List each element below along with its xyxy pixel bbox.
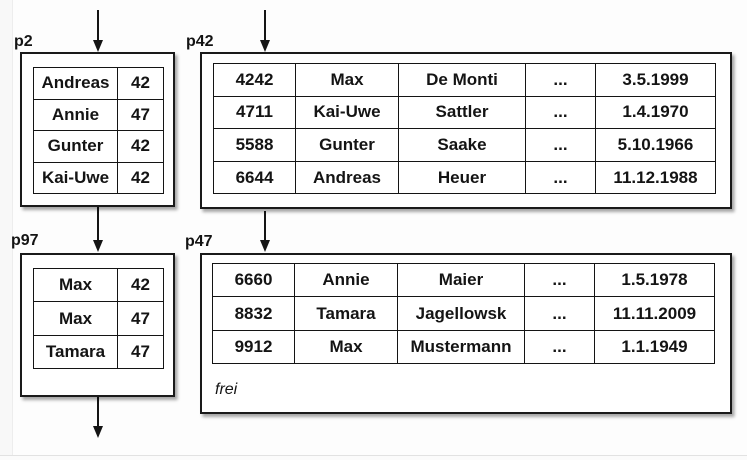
table-row: 4242 Max De Monti ... 3.5.1999 [213, 63, 716, 97]
table-cell: ... [524, 329, 595, 365]
p2-table: Andreas 42 Annie 47 Gunter 42 Kai-Uwe 42 [33, 67, 164, 194]
table-cell: 47 [117, 98, 164, 131]
entry-arrow-into-p42-icon [259, 10, 271, 52]
table-cell: 4711 [213, 95, 296, 130]
table-cell: ... [525, 160, 596, 195]
table-cell: 1.4.1970 [595, 95, 716, 130]
table-cell: Tamara [33, 334, 118, 370]
page-label-p42: p42 [186, 33, 214, 50]
table-cell: 42 [117, 267, 164, 303]
table-cell: Saake [398, 128, 526, 162]
table-cell: 1.1.1949 [594, 329, 715, 365]
page-box-p42: 4242 Max De Monti ... 3.5.1999 4711 Kai-… [200, 52, 732, 209]
page-label-p2: p2 [14, 33, 33, 50]
table-row: Max 42 [33, 267, 164, 303]
p47-table: 6660 Annie Maier ... 1.5.1978 8832 Tamar… [212, 262, 715, 365]
table-cell: Andreas [33, 67, 118, 100]
table-cell: ... [524, 262, 595, 298]
table-cell: Max [33, 267, 118, 303]
table-cell: 5.10.1966 [595, 128, 716, 162]
table-row: Max 47 [33, 301, 164, 336]
table-cell: ... [525, 63, 596, 97]
table-row: 4711 Kai-Uwe Sattler ... 1.4.1970 [213, 95, 716, 130]
table-cell: Annie [33, 98, 118, 131]
page-box-p47: 6660 Annie Maier ... 1.5.1978 8832 Tamar… [200, 253, 732, 414]
slide-left-edge [0, 0, 13, 456]
page-box-p2: Andreas 42 Annie 47 Gunter 42 Kai-Uwe 42 [20, 52, 175, 207]
page-label-p97: p97 [11, 232, 39, 249]
page-label-p47: p47 [185, 233, 213, 250]
table-row: 9912 Max Mustermann ... 1.1.1949 [212, 329, 715, 365]
table-row: 8832 Tamara Jagellowsk ... 11.11.2009 [212, 296, 715, 331]
table-cell: Kai-Uwe [295, 95, 399, 130]
table-cell: 8832 [212, 296, 295, 331]
arrow-p42-to-p47-icon [259, 211, 271, 252]
table-cell: Kai-Uwe [33, 161, 118, 194]
table-cell: ... [525, 128, 596, 162]
table-cell: 47 [117, 334, 164, 370]
table-cell: 6660 [212, 262, 295, 298]
table-cell: 3.5.1999 [595, 63, 716, 97]
exit-arrow-from-p97-icon [92, 397, 104, 438]
table-cell: 1.5.1978 [594, 262, 715, 298]
table-cell: Tamara [294, 296, 398, 331]
table-cell: Andreas [295, 160, 399, 195]
table-cell: Heuer [398, 160, 526, 195]
table-row: Tamara 47 [33, 334, 164, 370]
slide-bottom-edge [0, 455, 747, 460]
table-row: 6660 Annie Maier ... 1.5.1978 [212, 262, 715, 298]
table-cell: Max [33, 301, 118, 336]
table-cell: 6644 [213, 160, 296, 195]
entry-arrow-into-p2-icon [92, 10, 104, 52]
table-cell: 5588 [213, 128, 296, 162]
p97-table: Max 42 Max 47 Tamara 47 [33, 267, 164, 370]
table-cell: 11.11.2009 [594, 296, 715, 331]
table-cell: ... [524, 296, 595, 331]
table-row: 6644 Andreas Heuer ... 11.12.1988 [213, 160, 716, 195]
table-cell: 42 [117, 130, 164, 163]
table-cell: ... [525, 95, 596, 130]
table-cell: 9912 [212, 329, 295, 365]
table-cell: Annie [294, 262, 398, 298]
table-cell: Maier [397, 262, 525, 298]
table-cell: 42 [117, 67, 164, 100]
table-cell: Mustermann [397, 329, 525, 365]
table-row: Andreas 42 [33, 67, 164, 100]
table-cell: Gunter [295, 128, 399, 162]
table-cell: 42 [117, 161, 164, 194]
table-row: 5588 Gunter Saake ... 5.10.1966 [213, 128, 716, 162]
page-box-p97: Max 42 Max 47 Tamara 47 [20, 253, 175, 397]
table-cell: 47 [117, 301, 164, 336]
table-row: Gunter 42 [33, 130, 164, 163]
table-cell: Max [294, 329, 398, 365]
free-space-label: frei [215, 381, 238, 398]
table-cell: 4242 [213, 63, 296, 97]
table-cell: De Monti [398, 63, 526, 97]
p42-table: 4242 Max De Monti ... 3.5.1999 4711 Kai-… [213, 63, 716, 195]
table-cell: Gunter [33, 130, 118, 163]
table-row: Kai-Uwe 42 [33, 161, 164, 194]
table-cell: Jagellowsk [397, 296, 525, 331]
table-cell: Sattler [398, 95, 526, 130]
table-cell: 11.12.1988 [595, 160, 716, 195]
arrow-p2-to-p97-icon [92, 207, 104, 252]
table-cell: Max [295, 63, 399, 97]
table-row: Annie 47 [33, 98, 164, 131]
